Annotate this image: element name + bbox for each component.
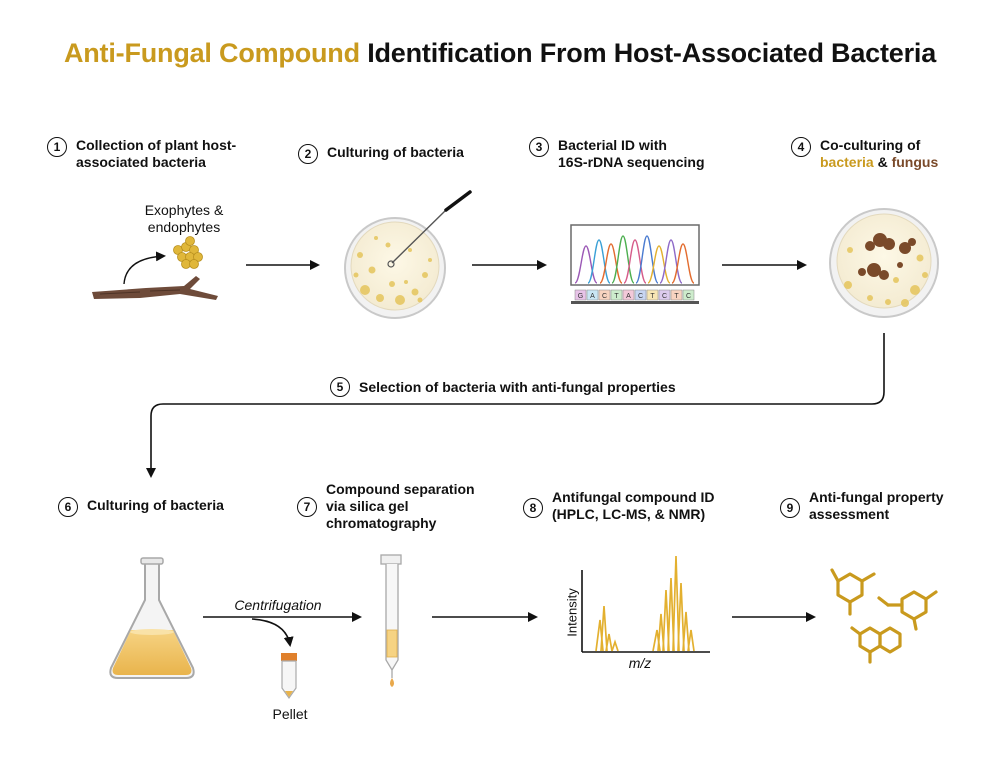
centrifuge-tube-icon — [281, 653, 297, 700]
dna-base-tag: T — [610, 289, 623, 301]
co-culture-dish-icon — [829, 208, 939, 318]
arrow-4-6-connector — [146, 333, 885, 478]
inoculation-loop-icon — [387, 190, 472, 268]
title-highlight: Anti-Fungal Compound — [63, 38, 360, 68]
step-2-number: 2 — [298, 144, 318, 164]
step-5: 5 Selection of bacteria with anti-fungal… — [330, 377, 676, 397]
step-8-label: Antifungal compound ID(HPLC, LC-MS, & NM… — [552, 489, 715, 522]
branch-icon — [92, 276, 218, 300]
centrifugation-label: Centrifugation — [234, 597, 322, 613]
step-6: 6 Culturing of bacteria — [58, 497, 224, 517]
step-4-number: 4 — [791, 137, 811, 157]
dna-base-letter: C — [638, 293, 643, 300]
dna-base-letter: C — [662, 293, 667, 300]
dna-base-tag: C — [634, 289, 647, 301]
arrow-centrifuge-pellet — [251, 618, 294, 647]
dna-base-letter: C — [602, 293, 607, 300]
dna-base-letter: T — [614, 293, 619, 300]
step-8-number: 8 — [523, 498, 543, 518]
step-7-number: 7 — [297, 497, 317, 517]
petri-dish-icon — [344, 217, 446, 319]
dna-base-tag: C — [658, 289, 671, 301]
step-2: 2 Culturing of bacteria — [298, 144, 464, 164]
exophytes-label: Exophytes &endophytes — [144, 202, 224, 235]
step-8: 8 Antifungal compound ID(HPLC, LC-MS, & … — [523, 489, 715, 523]
step-5-number: 5 — [330, 377, 350, 397]
mz-axis-label: m/z — [628, 655, 652, 671]
dna-base-tag: T — [670, 289, 683, 301]
dna-base-tag: C — [682, 289, 695, 301]
chromatogram-icon — [570, 224, 700, 304]
pellet-label: Pellet — [272, 706, 308, 722]
molecule-icon — [830, 568, 938, 664]
dna-base-letter: T — [674, 293, 679, 300]
title-rest: Identification From Host-Associated Bact… — [359, 38, 937, 68]
arrow-branch-bacteria — [123, 251, 166, 285]
step-2-label: Culturing of bacteria — [327, 144, 464, 160]
erlenmeyer-flask-icon — [109, 557, 195, 679]
dna-base-letter: A — [590, 293, 595, 300]
diagram-title: Anti-Fungal Compound Identification From… — [0, 38, 1000, 69]
step-5-label: Selection of bacteria with anti-fungal p… — [359, 379, 676, 395]
chromatography-column-icon — [380, 554, 402, 687]
dna-base-letter: C — [686, 293, 691, 300]
dna-base-letter: A — [626, 293, 631, 300]
bacteria-cluster-icon — [173, 236, 203, 269]
step-6-number: 6 — [58, 497, 78, 517]
step-9-number: 9 — [780, 498, 800, 518]
step-6-label: Culturing of bacteria — [87, 497, 224, 513]
step-1-number: 1 — [47, 137, 67, 157]
mass-spectrum-icon — [581, 555, 710, 653]
dna-base-tag: C — [598, 289, 611, 301]
dna-base-letter: G — [578, 293, 583, 300]
dna-base-tag: A — [586, 289, 599, 301]
dna-base-tag: T — [646, 289, 659, 301]
dna-base-tag: G — [574, 289, 587, 301]
step-1-label: Collection of plant host-associated bact… — [76, 137, 237, 170]
step-3-number: 3 — [529, 137, 549, 157]
dna-base-tag: A — [622, 289, 635, 301]
step-1: 1 Collection of plant host-associated ba… — [47, 137, 236, 171]
dna-base-letter: T — [650, 293, 655, 300]
